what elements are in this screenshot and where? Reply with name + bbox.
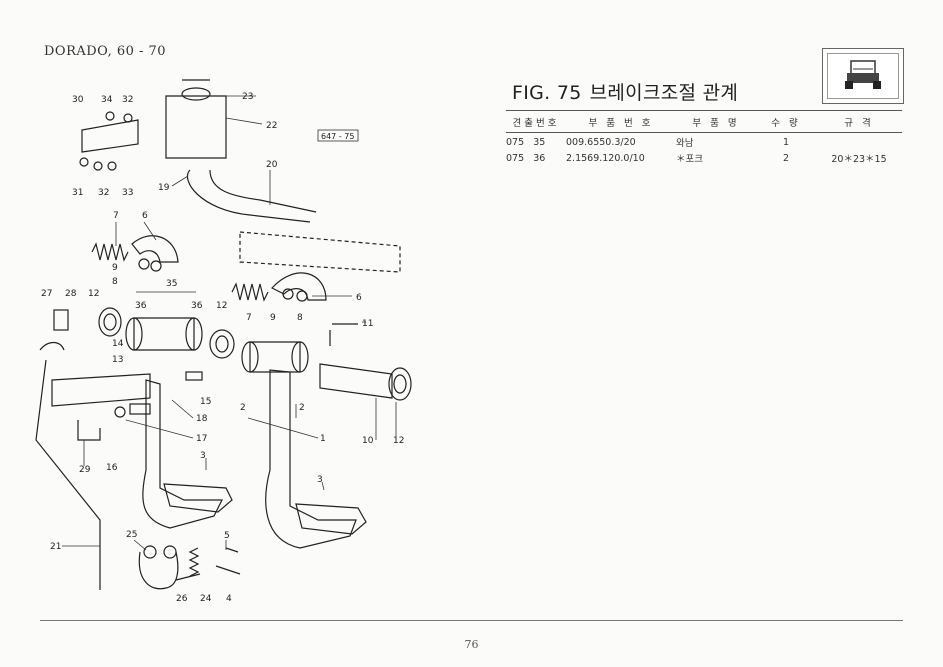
return-spring bbox=[91, 242, 129, 262]
parts-table: 견출번호 부 품 번 호 부 품 명 수 량 규 격 075 35 009.65… bbox=[506, 110, 902, 165]
row-index-b: 36 bbox=[533, 152, 546, 164]
callout-6-right: 6 bbox=[356, 293, 362, 303]
figure-title-text: 브레이크조절 관계 bbox=[589, 82, 739, 104]
ref-code-box bbox=[317, 129, 359, 142]
col-index: 견출번호 bbox=[506, 110, 566, 133]
callout-26: 26 bbox=[176, 594, 188, 604]
clutch-pipe bbox=[35, 359, 101, 590]
callout-34: 34 bbox=[101, 95, 113, 105]
callout-3: 3 bbox=[200, 451, 206, 461]
callout-29: 29 bbox=[79, 465, 91, 475]
stop-plate bbox=[131, 235, 179, 263]
col-part-number: 부 품 번 호 bbox=[566, 110, 676, 133]
callout-6: 6 bbox=[142, 211, 148, 221]
callout-36-right: 36 bbox=[191, 301, 203, 311]
callout-4: 4 bbox=[226, 594, 232, 604]
callout-2: 2 bbox=[240, 403, 246, 413]
brake-pedal bbox=[265, 369, 357, 549]
col-spec: 규 격 bbox=[816, 110, 902, 133]
clutch-pedal bbox=[142, 379, 223, 529]
callout-18: 18 bbox=[196, 414, 208, 424]
callout-13: 13 bbox=[112, 355, 123, 365]
callout-15: 15 bbox=[200, 397, 211, 407]
row-part-name: 와남 bbox=[676, 138, 694, 149]
figure-title: FIG. 75 브레이크조절 관계 bbox=[512, 78, 738, 105]
pedal-bracket bbox=[81, 119, 139, 153]
callout-5: 5 bbox=[224, 531, 230, 541]
row-index-a: 075 bbox=[506, 152, 525, 164]
callout-22: 22 bbox=[266, 121, 277, 131]
col-qty: 수 량 bbox=[756, 110, 816, 133]
callout-12: 12 bbox=[88, 289, 99, 299]
bushing-ring bbox=[98, 307, 122, 337]
pedal-shaft bbox=[319, 363, 393, 399]
pivot-tube bbox=[133, 317, 195, 351]
table-row: 075 36 2.1569.120.0/10 ＊포크 2 20＊23＊15 bbox=[506, 149, 902, 166]
row-part-number: 009.6550.3/20 bbox=[566, 136, 636, 148]
callout-36: 36 bbox=[135, 301, 147, 311]
callout-8-right: 8 bbox=[297, 313, 303, 323]
callout-23: 23 bbox=[242, 92, 253, 102]
fluid-reservoir bbox=[165, 95, 227, 159]
vehicle-icon bbox=[845, 60, 881, 89]
callout-9-right: 9 bbox=[270, 313, 276, 323]
callout-7: 7 bbox=[113, 211, 119, 221]
callout-21: 21 bbox=[50, 542, 61, 552]
callout-12-mid: 12 bbox=[216, 301, 227, 311]
row-qty: 2 bbox=[782, 152, 790, 164]
callout-31: 31 bbox=[72, 188, 83, 198]
row-index-a: 075 bbox=[506, 136, 525, 148]
callout-28: 28 bbox=[65, 289, 77, 299]
col-part-name: 부 품 명 bbox=[676, 110, 756, 133]
callout-16: 16 bbox=[106, 463, 118, 473]
callout-30: 30 bbox=[72, 95, 84, 105]
callout-17: 17 bbox=[196, 434, 207, 444]
clevis-pin bbox=[138, 551, 179, 590]
row-qty: 1 bbox=[782, 136, 790, 148]
callout-27: 27 bbox=[41, 289, 52, 299]
brake-pedal-pad bbox=[295, 503, 367, 535]
master-cylinder-outline bbox=[239, 231, 401, 273]
row-part-number: 2.1569.120.0/10 bbox=[566, 152, 645, 164]
pedal-spring bbox=[188, 547, 200, 577]
callout-8: 8 bbox=[112, 277, 118, 287]
callout-32: 32 bbox=[122, 95, 133, 105]
callout-35: 35 bbox=[166, 279, 177, 289]
row-index-b: 35 bbox=[533, 136, 546, 148]
callout-11: 11 bbox=[362, 319, 373, 329]
figure-number: FIG. 75 bbox=[512, 82, 582, 104]
row-spec: 20＊23＊15 bbox=[831, 154, 887, 165]
callout-7-right: 7 bbox=[246, 313, 252, 323]
callout-25: 25 bbox=[126, 530, 137, 540]
reservoir-hose bbox=[186, 169, 311, 223]
callout-14: 14 bbox=[112, 339, 124, 349]
callout-33: 33 bbox=[122, 188, 133, 198]
callout-20: 20 bbox=[266, 160, 278, 170]
row-part-name: ＊포크 bbox=[676, 154, 703, 165]
callout-9: 9 bbox=[112, 263, 118, 273]
page-number: 76 bbox=[464, 638, 479, 651]
table-row: 075 35 009.6550.3/20 와남 1 bbox=[506, 133, 902, 150]
vehicle-thumbnail bbox=[822, 48, 904, 104]
parts-table-header: 견출번호 부 품 번 호 부 품 명 수 량 규 격 bbox=[506, 110, 902, 133]
callout-32-lower: 32 bbox=[98, 188, 109, 198]
callout-1: 1 bbox=[320, 434, 326, 444]
clutch-cylinder bbox=[51, 373, 151, 407]
callout-19: 19 bbox=[158, 183, 170, 193]
callout-12-right: 12 bbox=[393, 436, 404, 446]
ref-code: 647 - 75 bbox=[321, 132, 354, 141]
footer-rule bbox=[40, 620, 903, 621]
callout-24: 24 bbox=[200, 594, 212, 604]
model-header: DORADO, 60 - 70 bbox=[44, 44, 167, 59]
callout-10: 10 bbox=[362, 436, 374, 446]
callout-3-right: 3 bbox=[317, 475, 323, 485]
clutch-pedal-pad bbox=[163, 483, 233, 513]
callout-2-right: 2 bbox=[299, 403, 305, 413]
